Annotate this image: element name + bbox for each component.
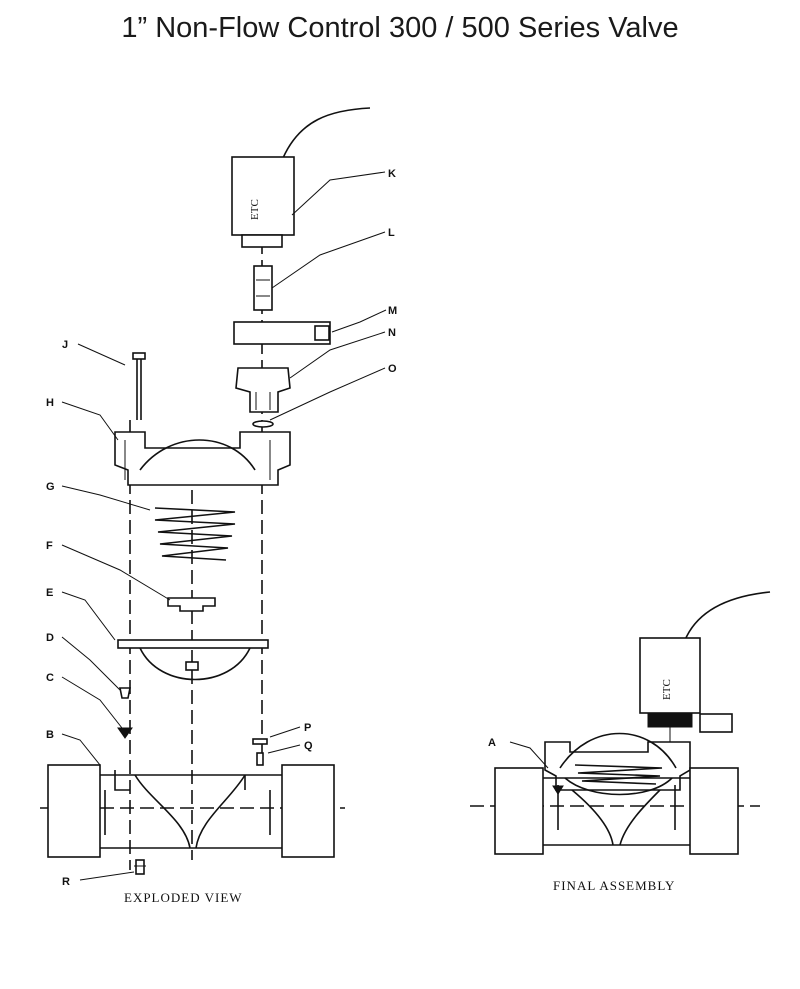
label-d: D — [46, 632, 54, 644]
assembly-wire — [684, 591, 771, 641]
label-r: R — [62, 876, 70, 888]
label-j: J — [62, 339, 68, 351]
label-m: M — [388, 305, 397, 317]
label-f: F — [46, 540, 53, 552]
svg-text:ETC: ETC — [661, 679, 673, 700]
label-p: P — [304, 722, 311, 734]
filter-c — [117, 727, 133, 739]
label-l: L — [388, 227, 395, 239]
exploded-view: ETC — [40, 107, 397, 905]
assembly-inlet — [494, 767, 544, 855]
label-a: A — [488, 737, 496, 749]
title-part-4: 500 Series Valve — [461, 12, 679, 44]
label-q: Q — [304, 740, 313, 752]
caption-exploded-view: EXPLODED VIEW — [124, 890, 243, 905]
assembly-outlet — [689, 767, 739, 855]
caption-final-assembly: FINAL ASSEMBLY — [553, 878, 675, 893]
title-part-2: 300 — [388, 12, 438, 44]
solenoid-k: ETC — [231, 107, 371, 248]
leader-a — [509, 741, 549, 769]
spring-seat-f — [167, 597, 216, 612]
title-part-1: 1” Non-Flow Control — [121, 12, 381, 44]
assembly-bracket — [699, 713, 733, 733]
label-n: N — [388, 327, 396, 339]
label-o: O — [388, 363, 397, 375]
screw-d — [119, 687, 131, 699]
page-title: 1” Non-Flow Control 300 / 500 Series Val… — [0, 12, 800, 45]
spring-g — [154, 507, 236, 561]
assembly-solenoid — [639, 637, 701, 714]
label-e: E — [46, 587, 53, 599]
assembly-spring — [574, 764, 663, 785]
label-k: K — [388, 168, 396, 180]
label-h: H — [46, 397, 54, 409]
bracket-m — [233, 321, 331, 345]
bolt-j — [132, 352, 146, 420]
part-p — [252, 738, 268, 745]
leader-lines — [61, 171, 387, 881]
adapter-n — [235, 367, 291, 413]
bonnet-h — [114, 431, 291, 486]
title-part-3: / — [445, 12, 454, 44]
assembly-adapter — [647, 712, 693, 728]
final-assembly: ETC A FINAL ASSEMBLY — [470, 591, 771, 893]
label-b: B — [46, 729, 54, 741]
label-g: G — [46, 481, 55, 493]
label-c: C — [46, 672, 54, 684]
part-q — [256, 752, 264, 766]
plunger-l — [253, 265, 273, 311]
o-ring-o — [252, 420, 274, 428]
valve-body-b — [47, 764, 335, 858]
diaphragm-e — [117, 639, 269, 681]
svg-text:ETC: ETC — [249, 199, 261, 220]
drain-plug-r — [134, 859, 146, 875]
